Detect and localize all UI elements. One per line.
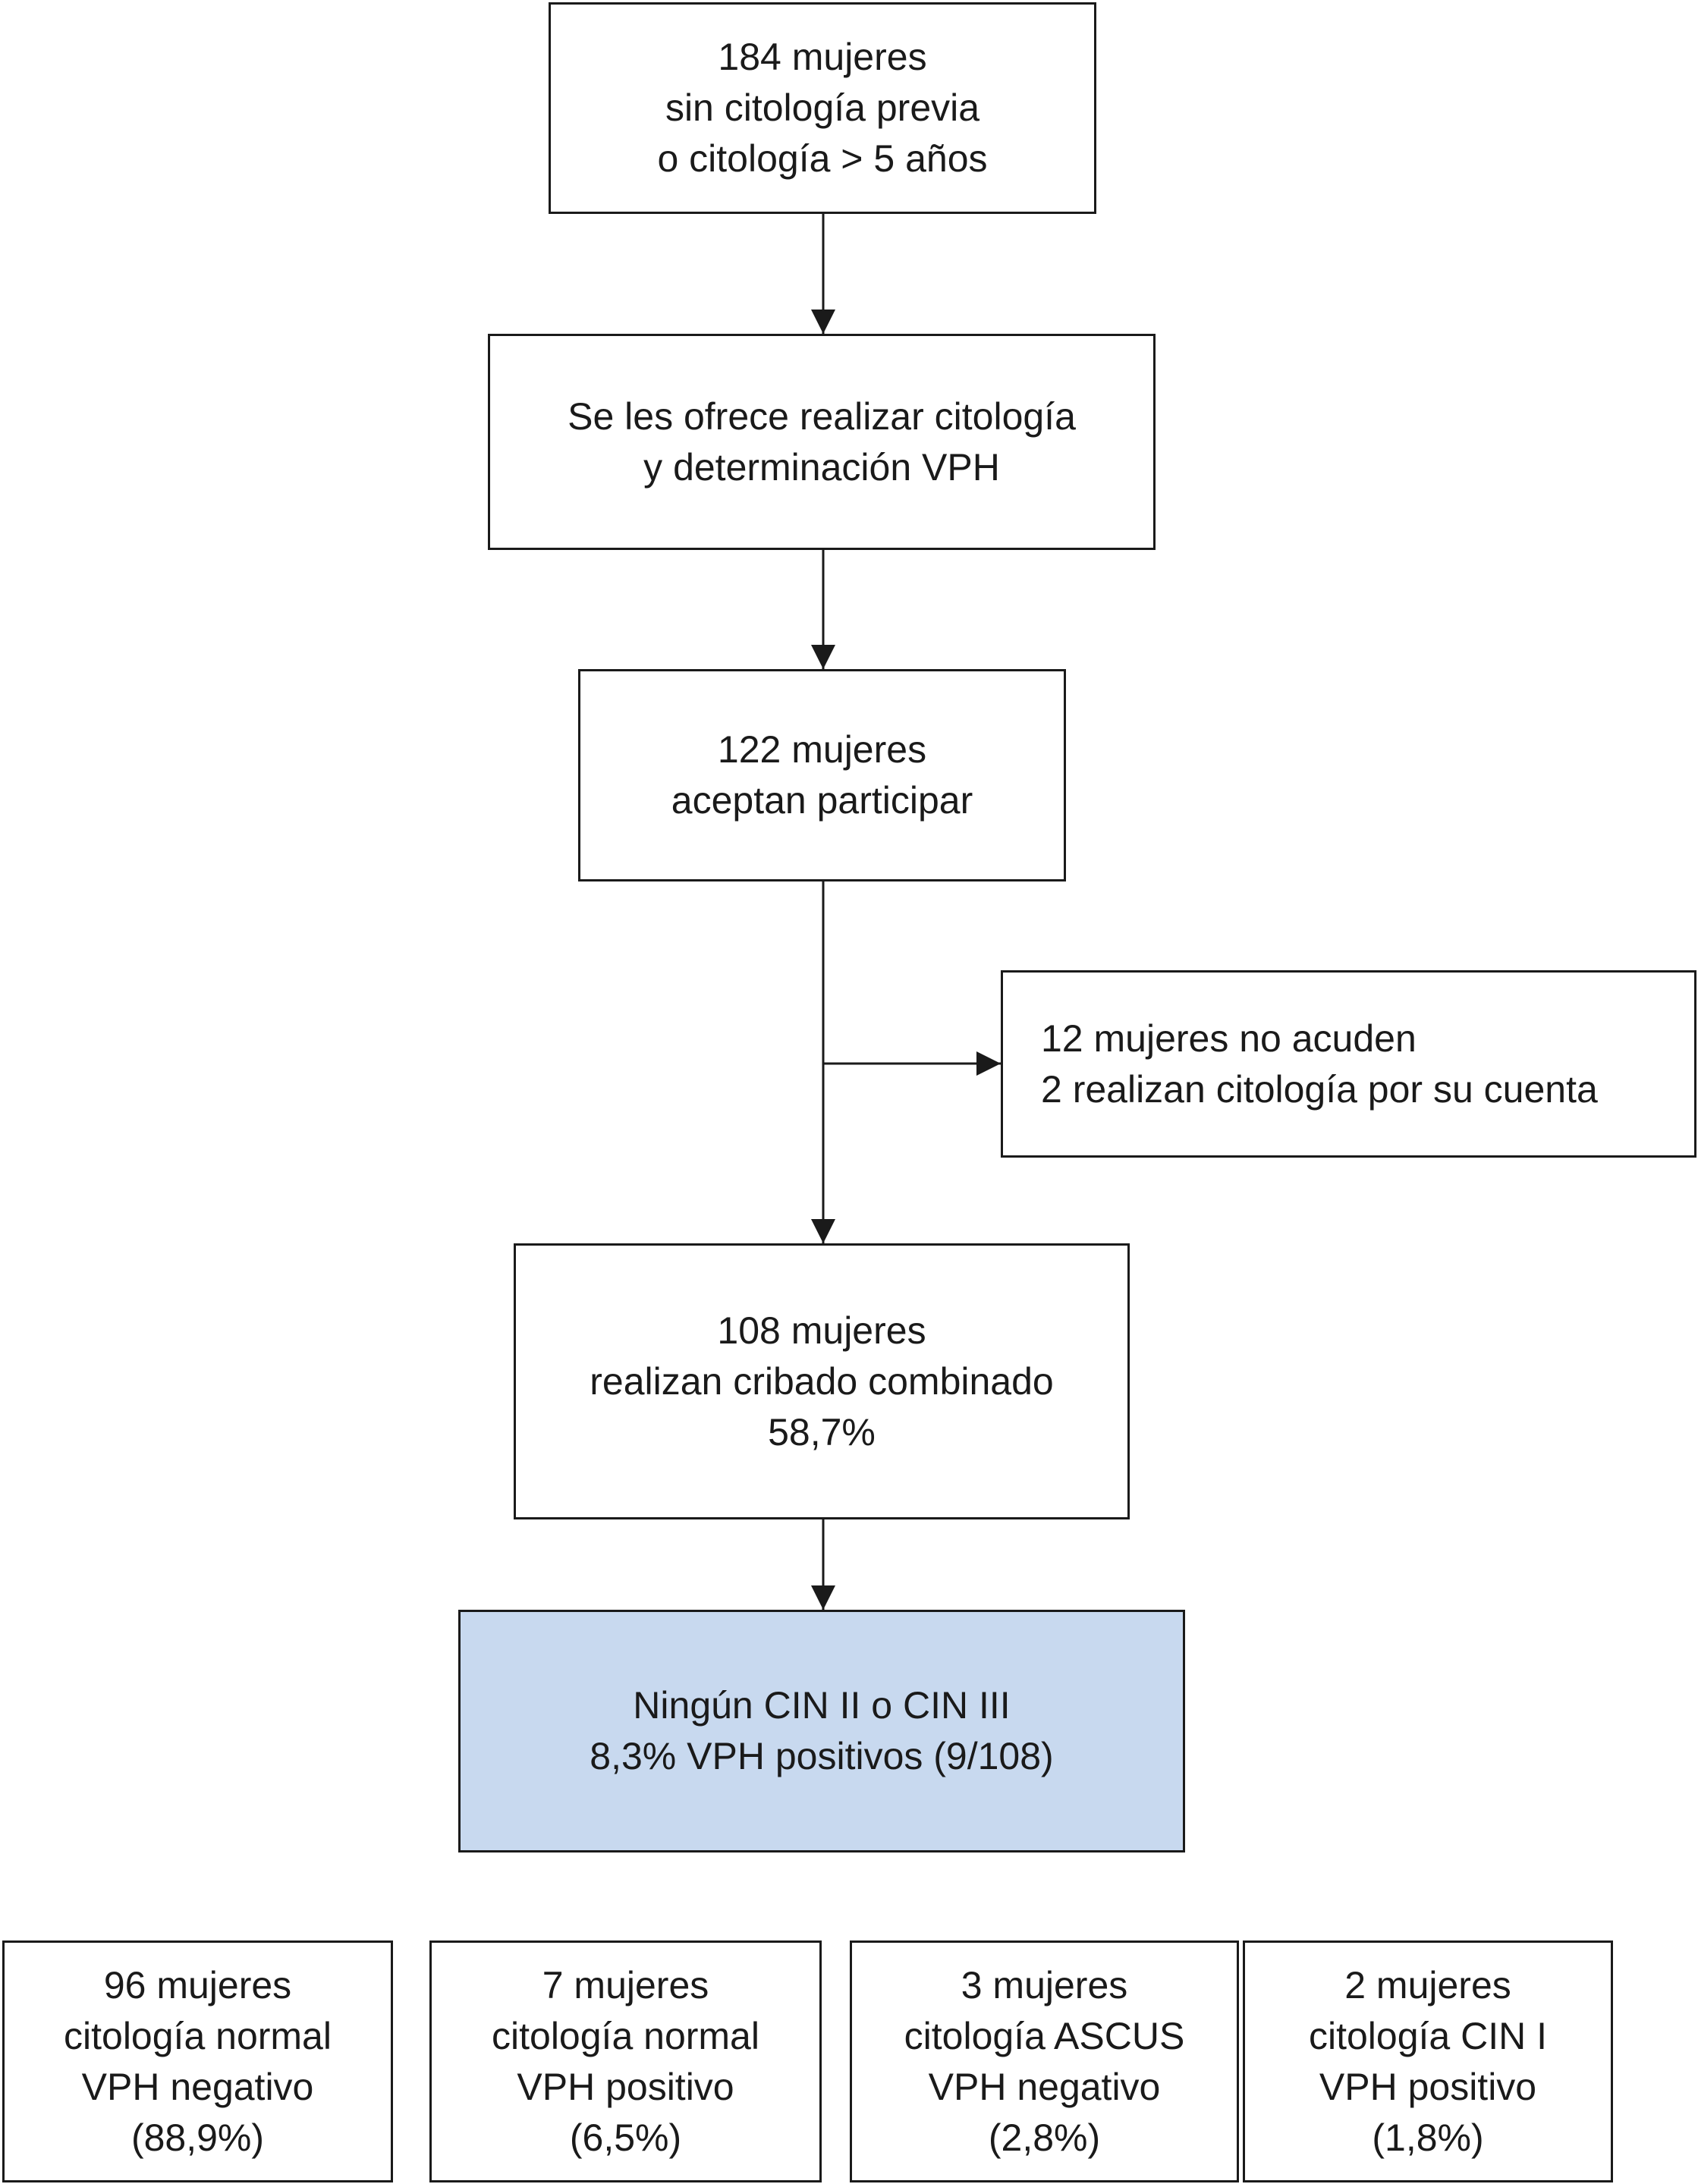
result-line: 8,3% VPH positivos (9/108) xyxy=(590,1735,1054,1777)
box-184-women-no-previous-cytology: 184 mujeres sin citología previa o citol… xyxy=(549,2,1096,214)
step3-line: 122 mujeres xyxy=(717,728,927,771)
arrowhead-result xyxy=(811,1585,835,1610)
outcome-line: 2 mujeres xyxy=(1344,1963,1511,2006)
box-offer-cytology-hpv: Se les ofrece realizar citología y deter… xyxy=(488,334,1156,550)
outcome-line: citología ASCUS xyxy=(904,2014,1185,2057)
arrowhead-step3 xyxy=(811,645,835,669)
outcome-line: VPH positivo xyxy=(517,2065,734,2108)
outcome-box-96-women: 96 mujeres citología normal VPH negativo… xyxy=(2,1940,393,2182)
outcome-box-2-women: 2 mujeres citología CIN I VPH positivo (… xyxy=(1243,1940,1613,2182)
exclusion-line: 2 realizan citología por su cuenta xyxy=(1041,1067,1598,1111)
step3-line: aceptan participar xyxy=(671,779,973,822)
step1-line: 184 mujeres xyxy=(718,36,927,78)
step4-line: realizan cribado combinado xyxy=(590,1359,1054,1403)
outcome-box-7-women: 7 mujeres citología normal VPH positivo … xyxy=(429,1940,822,2182)
outcome-line: (88,9%) xyxy=(130,2116,265,2159)
outcome-line: VPH negativo xyxy=(928,2065,1161,2108)
outcome-line: VPH positivo xyxy=(1319,2065,1537,2108)
box-122-women-accept: 122 mujeres aceptan participar xyxy=(578,669,1066,881)
step2-line: y determinación VPH xyxy=(643,445,1000,489)
arrowhead-step2 xyxy=(811,310,835,334)
step4-line: 108 mujeres xyxy=(717,1309,926,1352)
step4-line: 58,7% xyxy=(768,1410,876,1453)
outcome-line: citología CIN I xyxy=(1308,2014,1547,2057)
outcome-line: citología normal xyxy=(492,2014,759,2057)
outcome-line: citología normal xyxy=(64,2014,332,2057)
outcome-line: VPH negativo xyxy=(81,2065,314,2108)
box-result-no-cin: Ningún CIN II o CIN III 8,3% VPH positiv… xyxy=(458,1610,1185,1852)
exclusion-line: 12 mujeres no acuden xyxy=(1041,1017,1417,1060)
outcome-box-3-women: 3 mujeres citología ASCUS VPH negativo (… xyxy=(850,1940,1239,2182)
outcome-line: 7 mujeres xyxy=(542,1963,709,2006)
result-line: Ningún CIN II o CIN III xyxy=(633,1684,1011,1727)
arrowhead-exclusion xyxy=(976,1051,1001,1076)
outcome-line: (2,8%) xyxy=(988,2116,1101,2159)
outcome-line: 3 mujeres xyxy=(961,1963,1128,2006)
outcome-line: (6,5%) xyxy=(569,2116,682,2159)
step1-line: o citología > 5 años xyxy=(657,137,988,180)
box-exclusions: 12 mujeres no acuden 2 realizan citologí… xyxy=(1001,970,1696,1158)
outcome-line: (1,8%) xyxy=(1372,2116,1484,2159)
arrowhead-step4 xyxy=(811,1219,835,1243)
step2-line: Se les ofrece realizar citología xyxy=(568,394,1076,438)
step1-line: sin citología previa xyxy=(665,86,980,129)
box-108-women-combined-screening: 108 mujeres realizan cribado combinado 5… xyxy=(514,1243,1130,1519)
outcome-line: 96 mujeres xyxy=(103,1963,292,2006)
